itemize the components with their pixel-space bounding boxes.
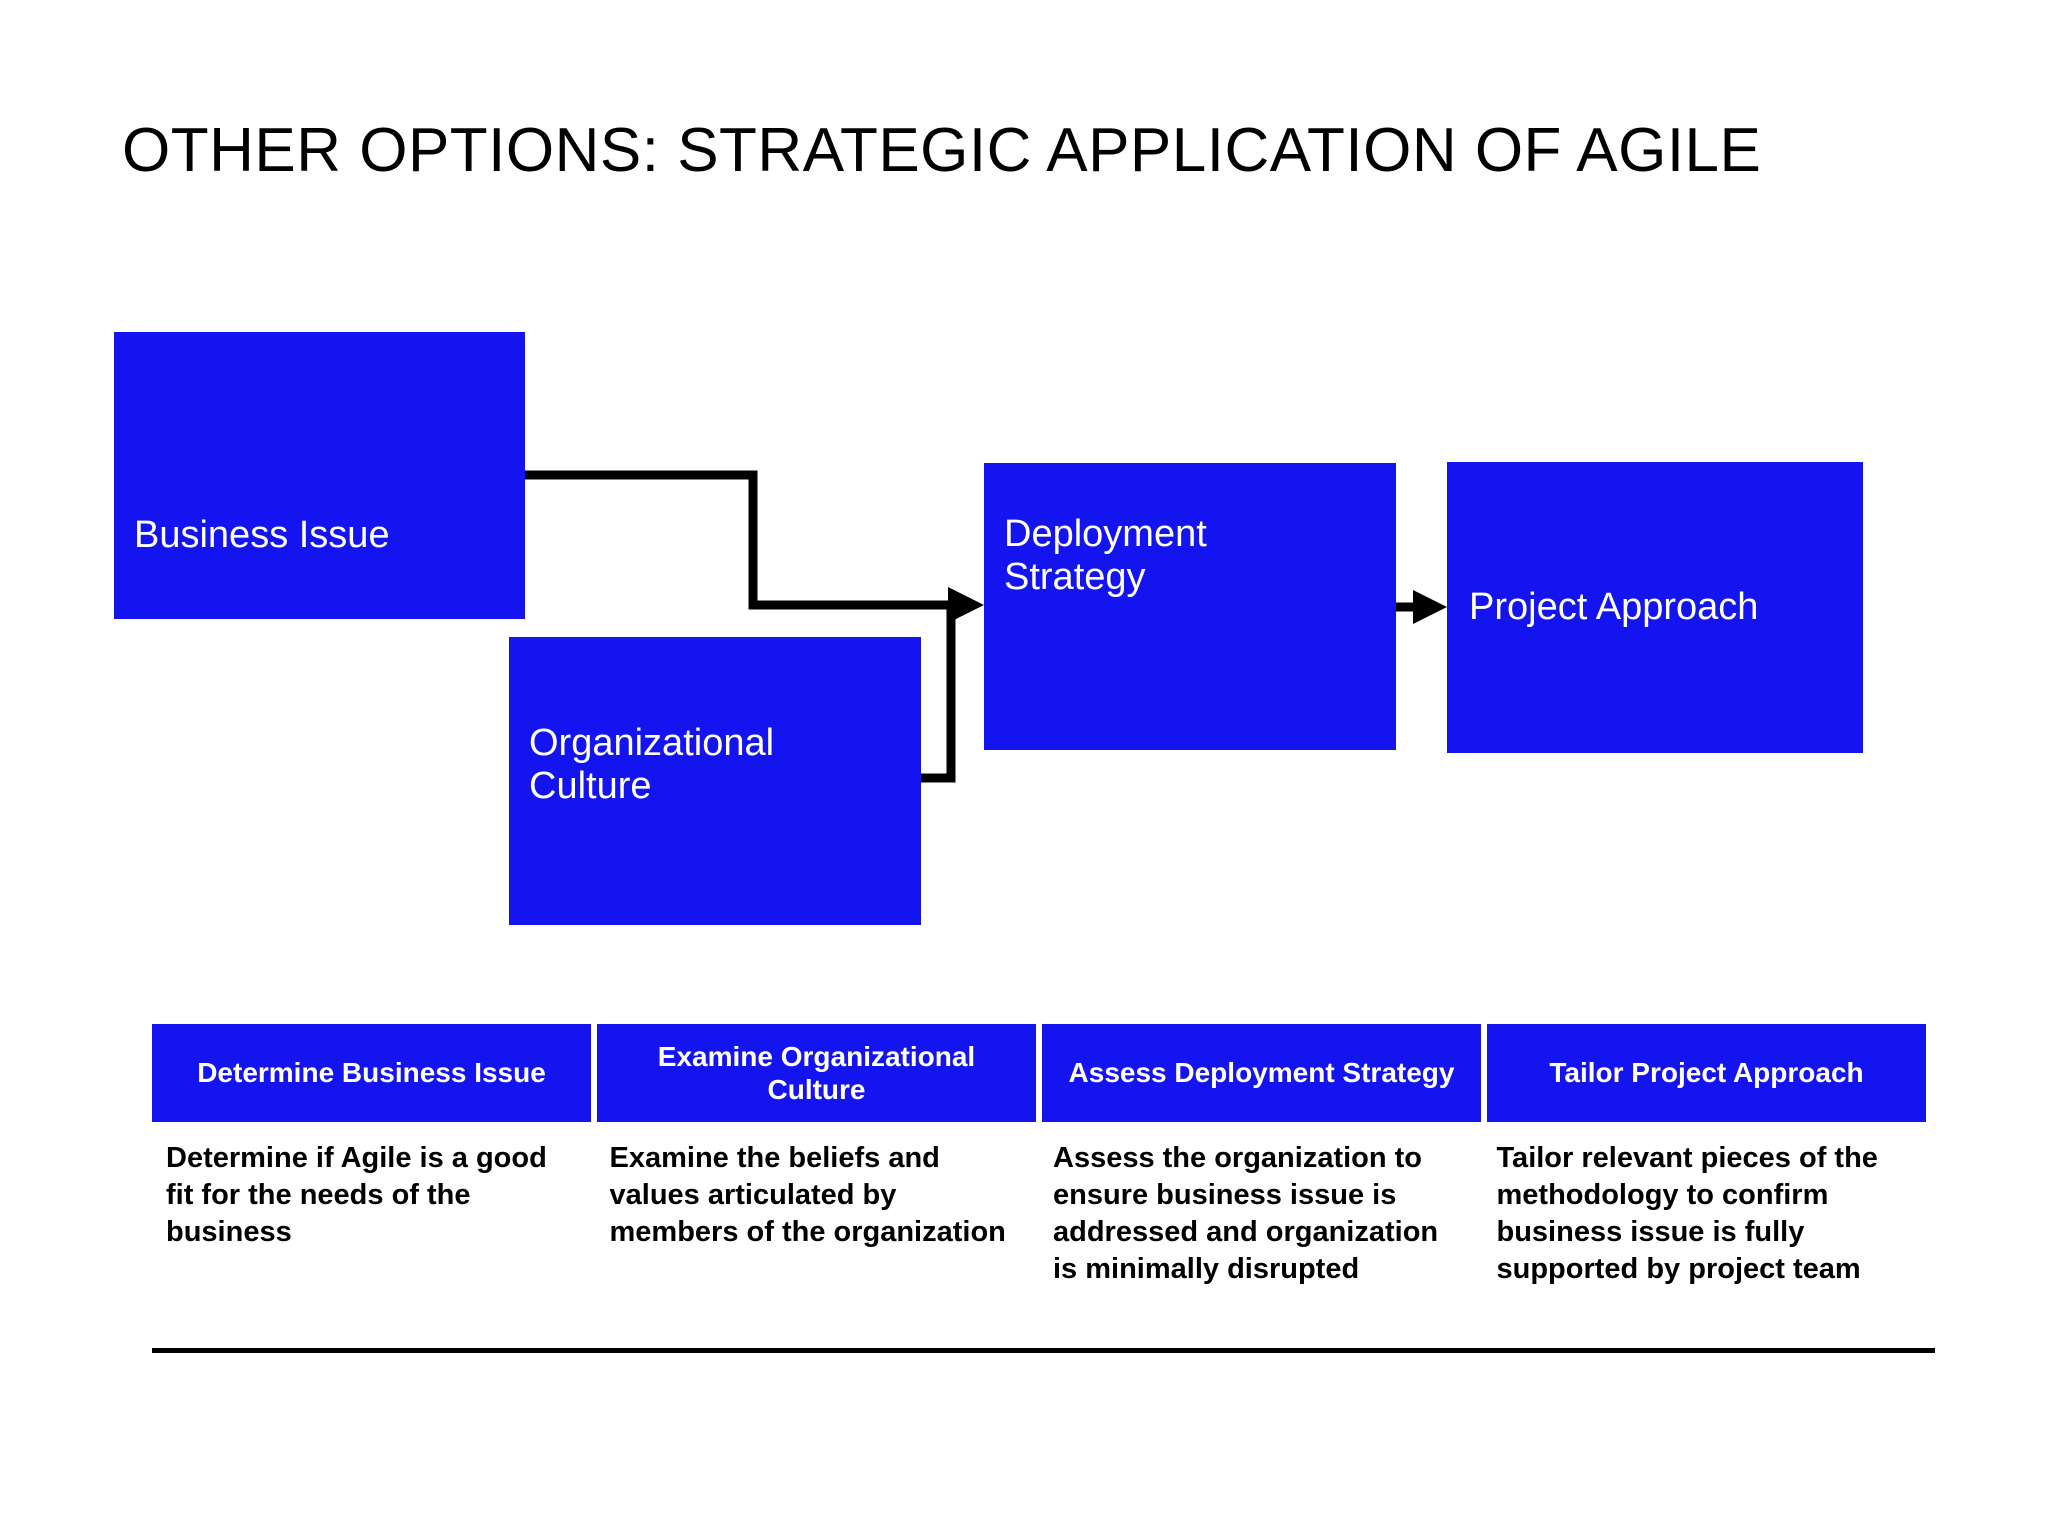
flow-box-deployment-strategy-line-2: Strategy (1004, 555, 1146, 598)
flow-box-project-approach[interactable]: Project Approach (1447, 462, 1863, 753)
flow-box-deployment-strategy-line-1: Deployment (1004, 513, 1207, 555)
table-row: Determine if Agile is a good fit for the… (152, 1122, 1926, 1330)
table-cell-determine-business-issue: Determine if Agile is a good fit for the… (166, 1142, 547, 1249)
flow-box-organizational-culture[interactable]: Organizational Culture (509, 637, 921, 925)
table-cell-assess-deployment-strategy: Assess the organization to ensure busine… (1053, 1142, 1439, 1286)
connector-org-culture-to-deployment (921, 605, 956, 783)
connector-business-issue-to-deployment (525, 470, 966, 610)
table-header-assess-deployment-strategy[interactable]: Assess Deployment Strategy (1042, 1024, 1481, 1122)
table-header-examine-organizational-culture[interactable]: Examine Organizational Culture (597, 1024, 1036, 1122)
table-cell-tailor-project-approach: Tailor relevant pieces of the methodolog… (1496, 1142, 1878, 1286)
table-header-tailor-project-approach[interactable]: Tailor Project Approach (1487, 1024, 1926, 1122)
page-title: OTHER OPTIONS: STRATEGIC APPLICATION OF … (122, 116, 1762, 185)
flow-box-project-approach-line-1: Project Approach (1469, 586, 1759, 629)
arrowhead-into-deployment (948, 587, 984, 623)
flow-box-organizational-culture-line-2: Culture (529, 764, 652, 807)
flow-box-organizational-culture-line-1: Organizational (529, 722, 775, 764)
flow-box-business-issue[interactable]: Business Issue (114, 332, 525, 619)
table-header-determine-business-issue[interactable]: Determine Business Issue (152, 1024, 591, 1122)
table-header-row: Determine Business Issue Examine Organiz… (152, 1024, 1926, 1122)
flow-box-deployment-strategy[interactable]: Deployment Strategy (984, 463, 1396, 750)
flow-box-business-issue-line-1: Business Issue (134, 514, 390, 557)
arrowhead-into-project-approach (1413, 590, 1447, 624)
table-bottom-rule (152, 1348, 1935, 1353)
process-table: Determine Business Issue Examine Organiz… (152, 1024, 1926, 1330)
table-cell-examine-organizational-culture: Examine the beliefs and values articulat… (609, 1142, 1006, 1249)
